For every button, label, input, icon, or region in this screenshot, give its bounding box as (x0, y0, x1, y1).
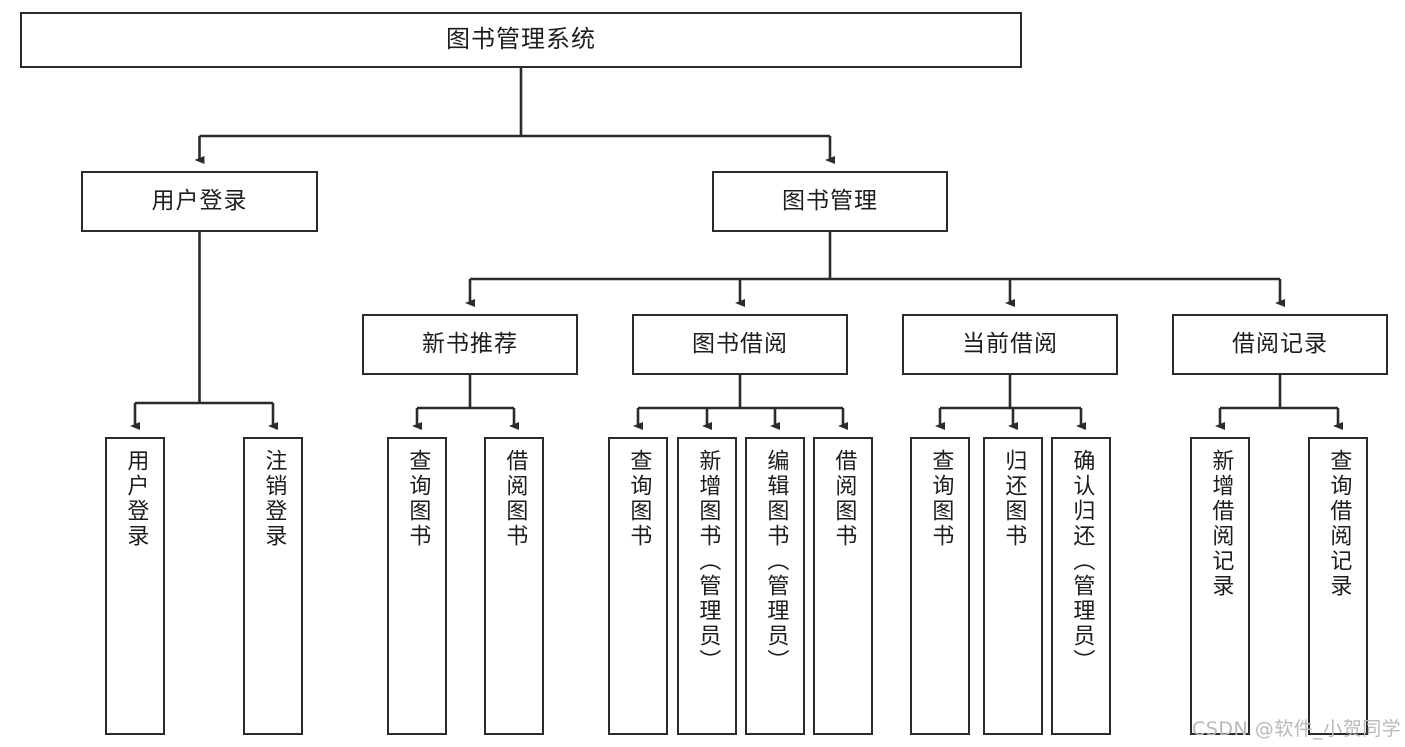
node-leaf-user-login[interactable]: 用户登录 (105, 437, 165, 735)
node-leaf-query-book-2-label: 查询图书 (626, 449, 652, 549)
node-leaf-edit-book-label: 编辑图书（管理员） (763, 449, 789, 674)
node-borrow-record[interactable]: 借阅记录 (1172, 314, 1388, 375)
node-book-management-label: 图书管理 (782, 188, 878, 215)
node-book-borrow-label: 图书借阅 (692, 331, 788, 358)
node-leaf-confirm-return-label: 确认归还（管理员） (1069, 449, 1095, 674)
node-leaf-confirm-return[interactable]: 确认归还（管理员） (1051, 437, 1111, 735)
node-leaf-user-logout[interactable]: 注销登录 (243, 437, 303, 735)
node-current-borrow-label: 当前借阅 (962, 331, 1058, 358)
node-leaf-query-book-3[interactable]: 查询图书 (910, 437, 970, 735)
node-root-label: 图书管理系统 (446, 25, 596, 54)
node-leaf-return-book-label: 归还图书 (1001, 449, 1027, 549)
node-leaf-add-book-label: 新增图书（管理员） (695, 449, 721, 674)
node-leaf-user-logout-label: 注销登录 (261, 449, 287, 549)
node-leaf-edit-book[interactable]: 编辑图书（管理员） (745, 437, 805, 735)
node-leaf-return-book[interactable]: 归还图书 (983, 437, 1043, 735)
node-book-borrow[interactable]: 图书借阅 (632, 314, 848, 375)
node-leaf-borrow-book-1-label: 借阅图书 (502, 449, 528, 549)
node-leaf-query-book-2[interactable]: 查询图书 (608, 437, 668, 735)
node-leaf-add-record[interactable]: 新增借阅记录 (1190, 437, 1250, 735)
node-book-management[interactable]: 图书管理 (712, 171, 948, 232)
node-leaf-query-book-1[interactable]: 查询图书 (387, 437, 447, 735)
node-leaf-borrow-book-1[interactable]: 借阅图书 (484, 437, 544, 735)
node-leaf-query-book-1-label: 查询图书 (405, 449, 431, 549)
node-leaf-query-book-3-label: 查询图书 (928, 449, 954, 549)
node-new-book-recommend-label: 新书推荐 (422, 331, 518, 358)
node-user-login-label: 用户登录 (151, 188, 248, 215)
node-user-login[interactable]: 用户登录 (81, 171, 318, 232)
node-leaf-query-record-label: 查询借阅记录 (1326, 449, 1352, 599)
watermark-text: CSDN @软件_小贺同学 (1192, 718, 1402, 740)
node-root[interactable]: 图书管理系统 (20, 12, 1022, 68)
node-leaf-borrow-book-2-label: 借阅图书 (831, 449, 857, 549)
node-leaf-query-record[interactable]: 查询借阅记录 (1308, 437, 1368, 735)
node-leaf-add-book[interactable]: 新增图书（管理员） (677, 437, 737, 735)
node-current-borrow[interactable]: 当前借阅 (902, 314, 1118, 375)
node-borrow-record-label: 借阅记录 (1232, 331, 1328, 358)
node-leaf-borrow-book-2[interactable]: 借阅图书 (813, 437, 873, 735)
node-leaf-add-record-label: 新增借阅记录 (1208, 449, 1234, 599)
node-leaf-user-login-label: 用户登录 (123, 449, 149, 549)
node-new-book-recommend[interactable]: 新书推荐 (362, 314, 578, 375)
